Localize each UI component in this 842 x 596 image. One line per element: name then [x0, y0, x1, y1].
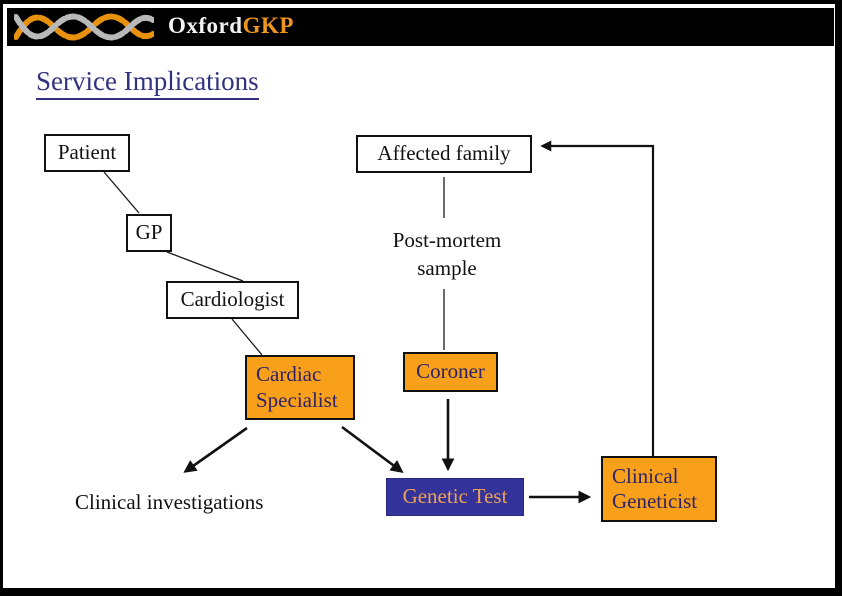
node-affected-family: Affected family: [356, 135, 532, 173]
page-title: Service Implications: [36, 66, 259, 100]
node-gp: GP: [126, 214, 172, 252]
node-clinical-geneticist: Clinical Geneticist: [601, 456, 717, 522]
node-genetic-test: Genetic Test: [386, 478, 524, 516]
node-clinical-investigations: Clinical investigations: [75, 490, 264, 514]
node-cardiologist: Cardiologist: [166, 281, 299, 319]
logo-text-gkp: GKP: [242, 13, 294, 38]
logo-text: OxfordGKP: [168, 13, 294, 39]
node-post-mortem-sample: Post-mortem sample: [392, 228, 502, 281]
dna-helix-icon: [14, 13, 154, 41]
node-cardiac-specialist: Cardiac Specialist: [245, 355, 355, 420]
node-patient: Patient: [44, 134, 130, 172]
header-bar: OxfordGKP: [7, 8, 834, 46]
logo-text-oxford: Oxford: [168, 13, 243, 38]
node-coroner: Coroner: [403, 352, 498, 392]
